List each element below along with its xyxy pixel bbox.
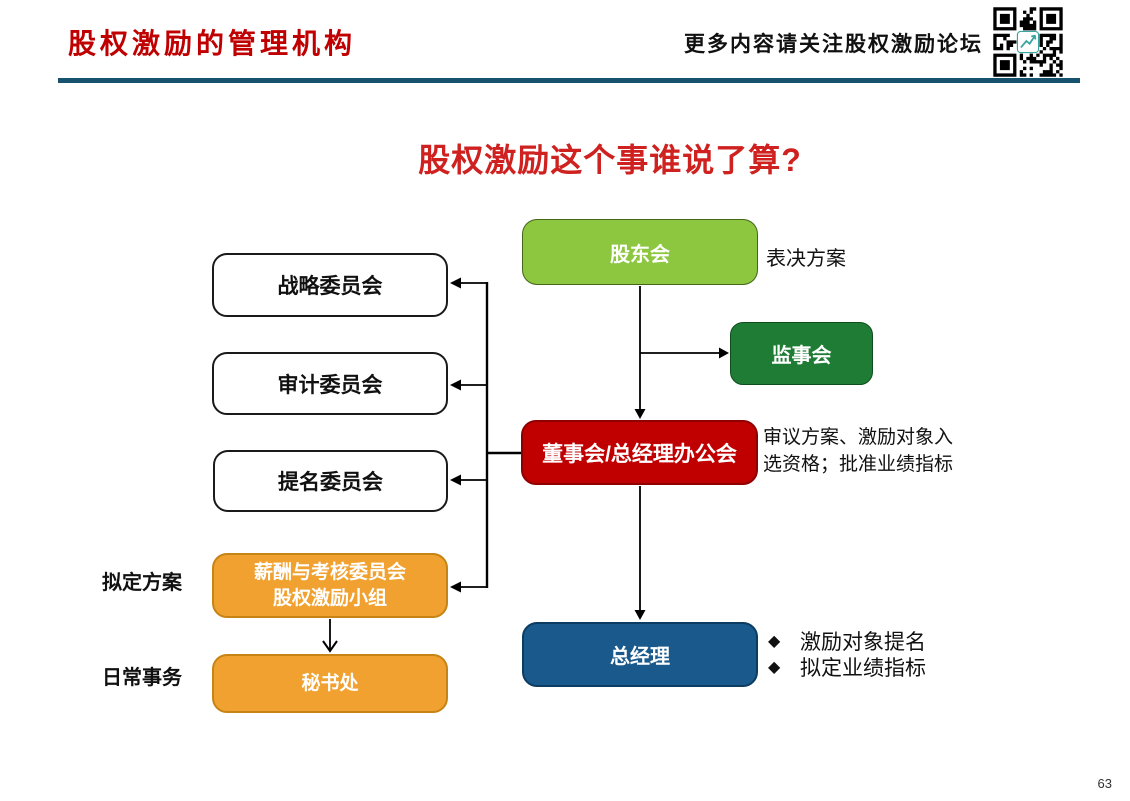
list-item: ◆ 拟定业绩指标 — [768, 654, 926, 680]
box-label: 监事会 — [771, 345, 832, 367]
box-supervisory-board: 监事会 — [730, 322, 873, 385]
box-general-manager: 总经理 — [522, 622, 758, 687]
box-label: 秘书处 — [301, 672, 359, 694]
header-note: 更多内容请关注股权激励论坛 — [684, 31, 983, 56]
box-label-line2: 股权激励小组 — [272, 587, 387, 609]
box-label: 股东会 — [610, 243, 670, 266]
box-secretariat: 秘书处 — [212, 654, 448, 713]
annotation-vote-plan: 表决方案 — [766, 248, 846, 270]
box-label: 董事会/总经理办公会 — [542, 442, 737, 466]
box-label-line1: 薪酬与考核委员会 — [253, 561, 406, 583]
box-shareholders-meeting: 股东会 — [522, 219, 758, 285]
box-board-of-directors: 董事会/总经理办公会 — [521, 420, 758, 485]
qr-code — [990, 4, 1066, 80]
bullet-text: 激励对象提名 — [800, 631, 926, 654]
box-strategy-committee: 战略委员会 — [212, 253, 448, 317]
box-label: 审计委员会 — [277, 373, 383, 397]
question-title: 股权激励这个事谁说了算? — [418, 142, 802, 178]
page-title: 股权激励的管理机构 — [68, 27, 357, 60]
label-draft-plan: 拟定方案 — [102, 572, 182, 594]
box-compensation-committee: 薪酬与考核委员会 股权激励小组 — [212, 553, 448, 618]
header-divider — [58, 78, 1080, 83]
page-number: 63 — [1097, 776, 1112, 791]
gm-bullet-list: ◆ 激励对象提名 ◆ 拟定业绩指标 — [768, 628, 926, 680]
box-label: 薪酬与考核委员会 股权激励小组 — [254, 560, 406, 612]
annotation-line2: 选资格；批准业绩指标 — [763, 454, 954, 475]
box-label: 战略委员会 — [277, 275, 383, 298]
box-label: 总经理 — [610, 646, 670, 668]
box-nomination-committee: 提名委员会 — [213, 450, 448, 512]
list-item: ◆ 激励对象提名 — [768, 628, 926, 654]
box-label: 提名委员会 — [278, 471, 383, 494]
annotation-board-duties: 审议方案、激励对象入 选资格；批准业绩指标 — [763, 424, 953, 478]
diamond-bullet-icon: ◆ — [768, 659, 781, 676]
label-daily-affairs: 日常事务 — [102, 667, 182, 689]
box-audit-committee: 审计委员会 — [212, 352, 448, 415]
annotation-line1: 审议方案、激励对象入 — [763, 427, 954, 448]
bullet-text: 拟定业绩指标 — [800, 657, 926, 680]
diamond-bullet-icon: ◆ — [768, 633, 781, 650]
